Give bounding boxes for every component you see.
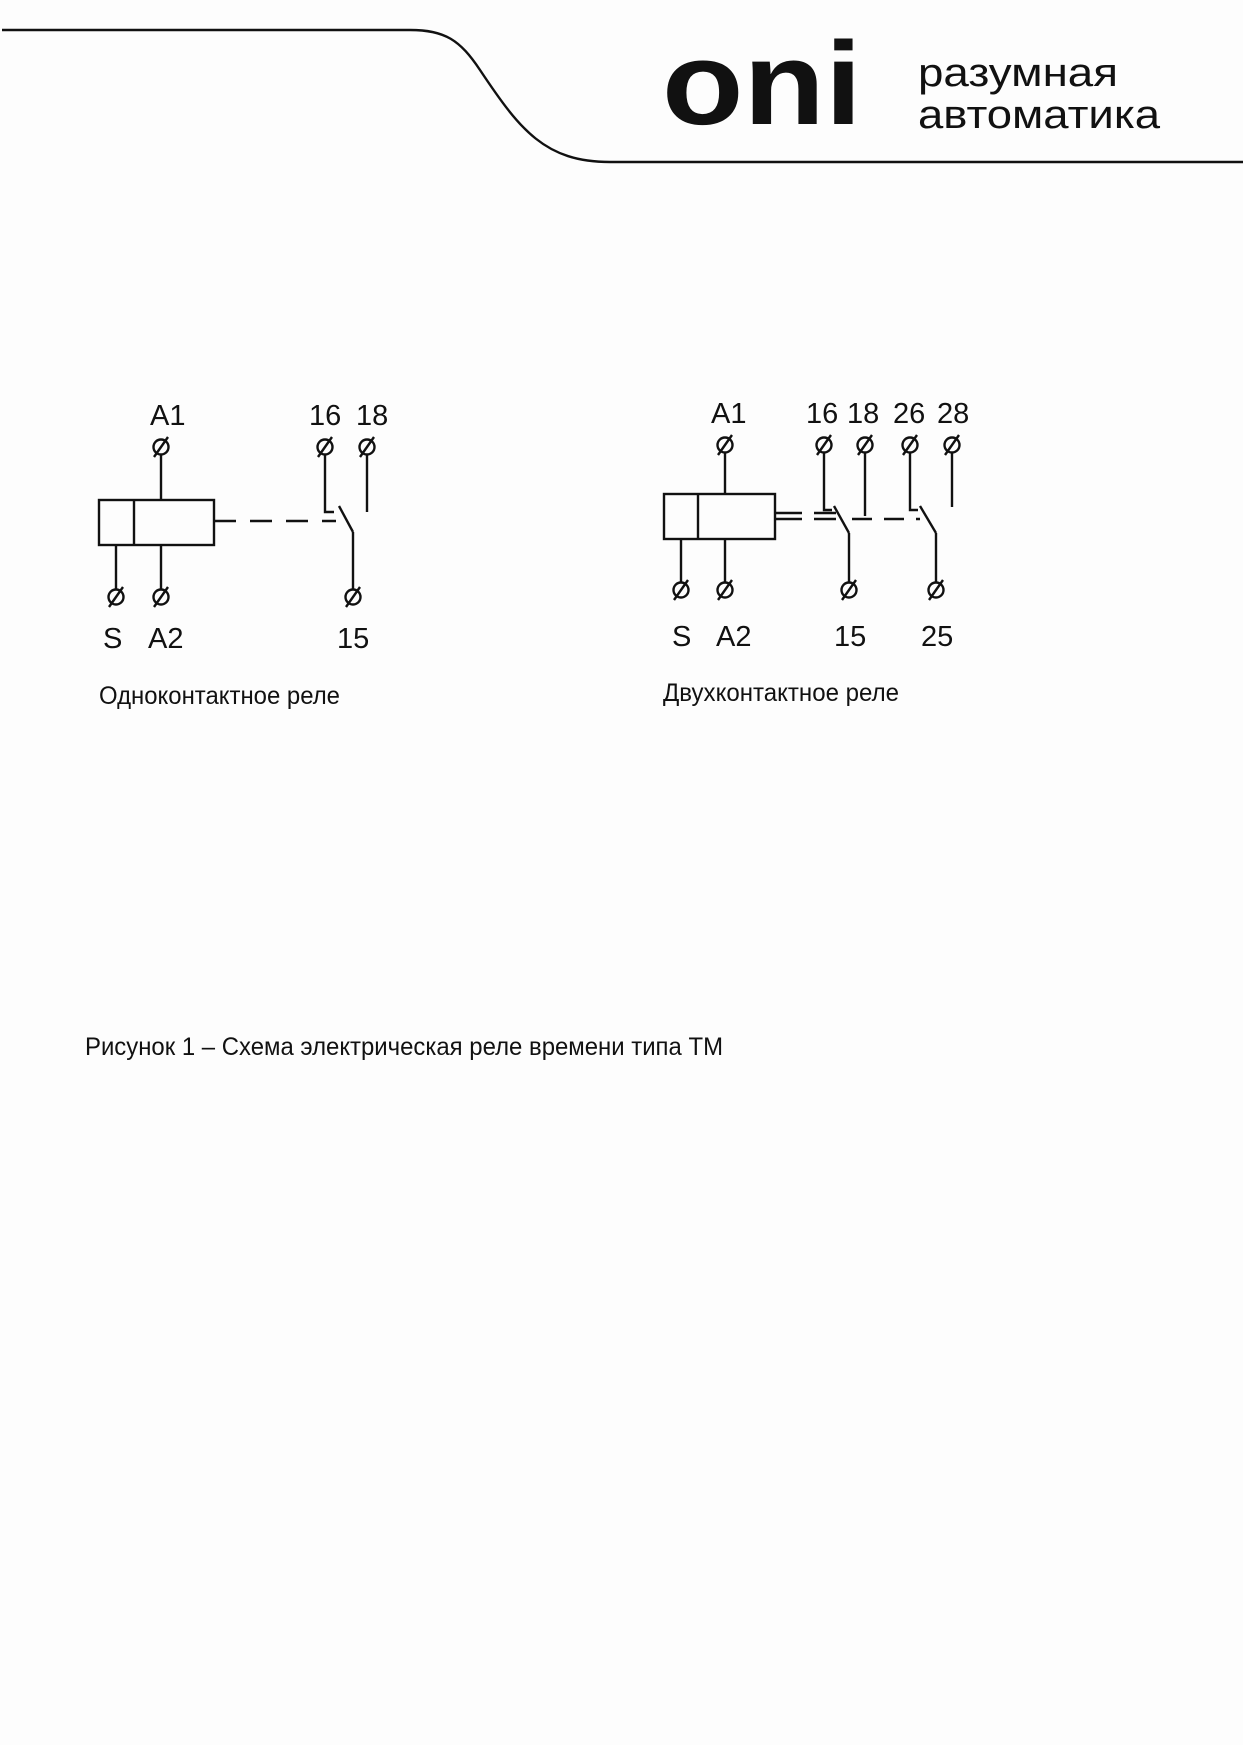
terminal-28-icon	[943, 433, 961, 457]
label-15: 15	[337, 623, 369, 655]
single-relay-caption: Одноконтактное реле	[99, 682, 340, 710]
label-s: S	[103, 623, 122, 655]
relay-coil	[97, 498, 216, 547]
terminal-s-icon	[107, 585, 125, 609]
terminal-a1-icon	[716, 433, 734, 457]
terminal-16-icon	[316, 435, 334, 459]
header: oni разумная автоматика	[2, 18, 1243, 164]
figure-caption: Рисунок 1 – Схема электрическая реле вре…	[85, 1033, 723, 1061]
label-a2: A2	[148, 623, 183, 655]
double-relay-caption: Двухконтактное реле	[663, 679, 899, 707]
logo-text: oni	[662, 18, 862, 150]
terminal-15-icon	[344, 585, 362, 609]
terminal-18-icon	[856, 433, 874, 457]
label-16: 16	[806, 398, 838, 430]
double-relay-diagram: A1 16 18 26 28 S A2 15 25 Двухконтактное…	[662, 398, 969, 707]
terminal-s-icon	[672, 578, 690, 602]
label-25: 25	[921, 621, 953, 653]
logo-tagline-line2: автоматика	[918, 93, 1161, 137]
terminal-15-icon	[840, 578, 858, 602]
label-28: 28	[937, 398, 969, 430]
terminal-a2-icon	[716, 578, 734, 602]
label-15: 15	[834, 621, 866, 653]
label-a1: A1	[150, 400, 185, 432]
label-18: 18	[356, 400, 388, 432]
terminal-16-icon	[815, 433, 833, 457]
header-curve-line	[2, 28, 1243, 164]
label-s: S	[672, 621, 691, 653]
terminal-26-icon	[901, 433, 919, 457]
logo-tagline-line1: разумная	[918, 51, 1118, 95]
relay-coil	[662, 492, 777, 541]
terminal-a2-icon	[152, 585, 170, 609]
terminal-a1-icon	[152, 435, 170, 459]
label-a2: A2	[716, 621, 751, 653]
switch-blade	[337, 505, 355, 533]
terminal-18-icon	[358, 435, 376, 459]
label-16: 16	[309, 400, 341, 432]
brand-logo: oni разумная автоматика	[662, 18, 1161, 150]
label-26: 26	[893, 398, 925, 430]
mechanical-link	[775, 511, 920, 521]
label-18: 18	[847, 398, 879, 430]
label-a1: A1	[711, 398, 746, 430]
single-relay-diagram: A1 16 18 S A2 15 Одноконтактное реле	[97, 400, 388, 710]
terminal-25-icon	[927, 578, 945, 602]
